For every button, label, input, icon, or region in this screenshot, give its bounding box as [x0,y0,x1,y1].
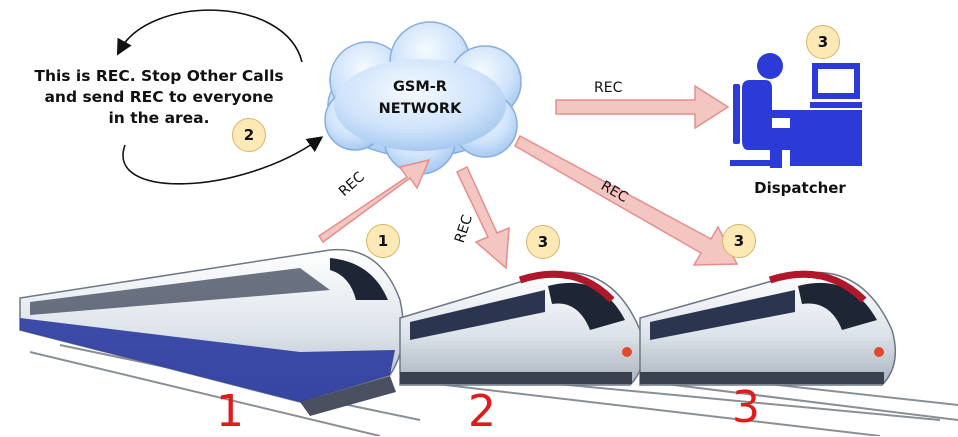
arrow-train1-to-network [317,158,431,244]
loop-arrow-bottom [122,136,324,185]
train-number-1: 1 [216,386,244,437]
train-number-2: 2 [468,386,496,437]
note-line-3: in the area. [108,109,210,127]
rec-instruction-note: This is REC. Stop Other Calls and send R… [0,66,318,129]
dispatcher-label: Dispatcher [754,179,846,197]
train-3-illustration [639,270,897,386]
note-line-2: and send REC to everyone [44,88,274,106]
rec-label-dispatcher: REC [594,80,623,96]
step-badge-3-dispatcher: 3 [806,25,840,59]
note-line-1: This is REC. Stop Other Calls [34,67,284,85]
step-badge-3-train3: 3 [722,224,756,258]
train-number-3: 3 [732,382,760,433]
network-label-line-1: GSM-R [393,79,447,95]
network-label: GSM-R NETWORK [360,76,480,120]
train-1-illustration [19,248,405,416]
step-badge-1: 1 [366,224,400,258]
arrow-network-to-train2 [456,165,510,270]
arrow-network-to-dispatcher [555,84,730,130]
step-badge-2: 2 [232,118,266,152]
step-badge-3-train2: 3 [526,225,560,259]
dispatcher-icon [730,53,862,168]
train-2-illustration [399,270,645,386]
cloud-fill-core [334,59,506,151]
loop-arrow-top [116,9,303,63]
network-label-line-2: NETWORK [378,101,462,117]
